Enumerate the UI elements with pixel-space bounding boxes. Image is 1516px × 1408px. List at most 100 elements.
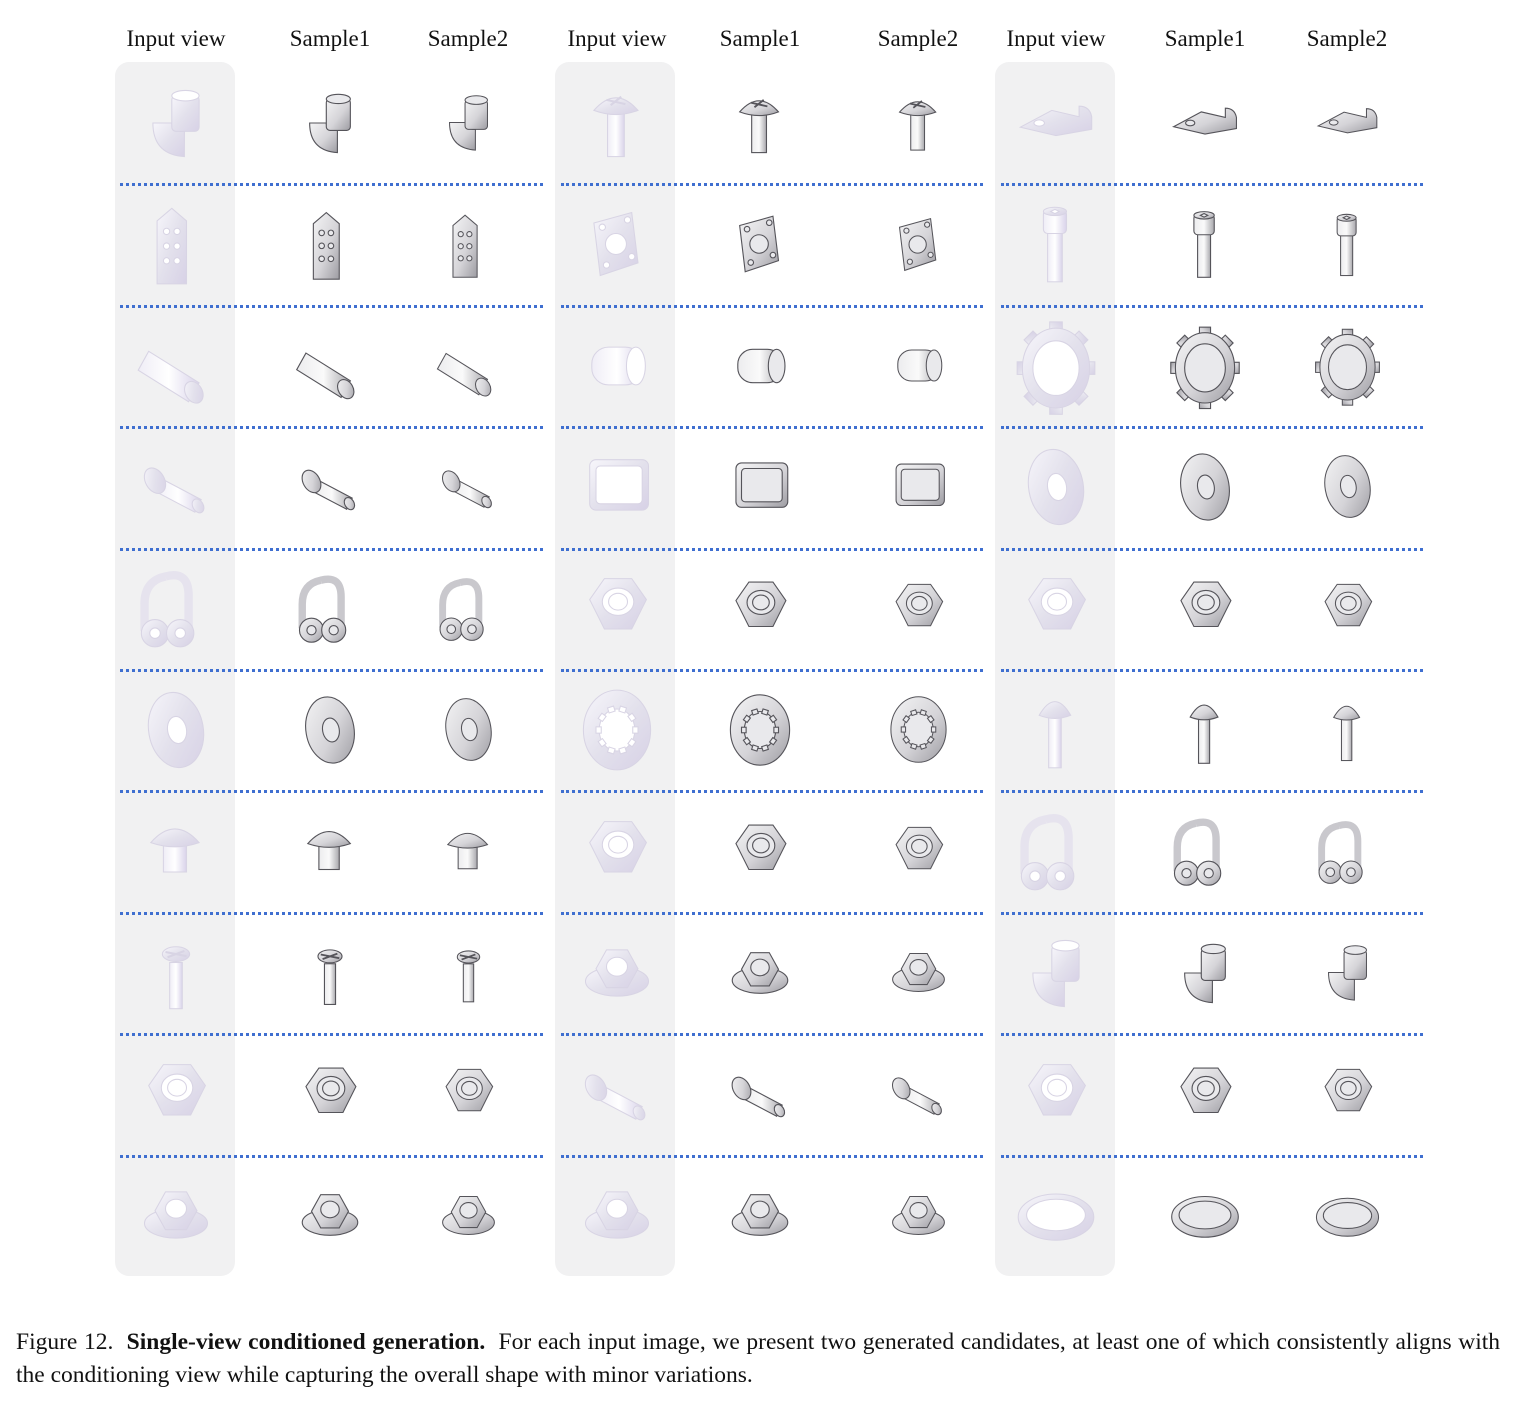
generated-sample-thumbnail bbox=[1277, 675, 1417, 785]
bushing-part-icon bbox=[737, 348, 786, 383]
square-tube-part-icon bbox=[735, 462, 789, 508]
flange-nut-part-icon bbox=[731, 951, 789, 994]
generated-sample-thumbnail bbox=[848, 1039, 988, 1149]
row-separator bbox=[1001, 304, 1423, 308]
row-separator bbox=[120, 426, 543, 430]
round-head-part-icon bbox=[446, 832, 488, 869]
elbow-part-icon bbox=[448, 95, 488, 151]
input-view-thumbnail bbox=[986, 432, 1126, 542]
generated-sample-thumbnail bbox=[848, 1160, 988, 1270]
generated-sample-thumbnail bbox=[1135, 1039, 1275, 1149]
input-view-thumbnail bbox=[547, 68, 687, 178]
row-separator bbox=[561, 304, 983, 308]
round-pin-part-icon bbox=[1038, 700, 1072, 769]
generated-sample-thumbnail bbox=[398, 432, 538, 542]
clip-part-icon bbox=[1018, 105, 1093, 136]
generated-sample-thumbnail bbox=[690, 1160, 830, 1270]
generated-sample-thumbnail bbox=[398, 68, 538, 178]
column-header: Sample2 bbox=[427, 26, 509, 51]
bolt-part-icon bbox=[317, 948, 343, 1005]
generated-sample-thumbnail bbox=[398, 1160, 538, 1270]
phillips-screw-part-icon bbox=[738, 98, 780, 153]
generated-sample-thumbnail bbox=[398, 796, 538, 906]
flange-nut-part-icon bbox=[143, 1191, 209, 1239]
bracket-part-icon bbox=[438, 578, 484, 641]
figure-caption: Figure 12. Single-view conditioned gener… bbox=[16, 1326, 1500, 1392]
generated-sample-thumbnail bbox=[1277, 1039, 1417, 1149]
hex-nut-part-icon bbox=[735, 581, 787, 628]
column-header: Sample1 bbox=[289, 26, 371, 51]
hex-nut-part-icon bbox=[444, 1069, 493, 1112]
washer-part-icon bbox=[1180, 453, 1230, 521]
column-header: Input view bbox=[126, 26, 226, 51]
elbow-part-icon bbox=[1184, 943, 1226, 1003]
hex-nut-part-icon bbox=[148, 1063, 207, 1116]
shoulder-pin-part-icon bbox=[143, 467, 205, 514]
input-view-thumbnail bbox=[547, 432, 687, 542]
cylinder-pin-part-icon bbox=[137, 350, 204, 404]
generated-sample-thumbnail bbox=[1135, 311, 1275, 421]
socket-screw-part-icon bbox=[1336, 213, 1357, 276]
generated-sample-thumbnail bbox=[260, 189, 400, 299]
generated-sample-thumbnail bbox=[1277, 1160, 1417, 1270]
input-view-thumbnail bbox=[106, 1160, 246, 1270]
column-header: Input view bbox=[1006, 26, 1106, 51]
generated-sample-thumbnail bbox=[848, 918, 988, 1028]
generated-sample-thumbnail bbox=[1277, 553, 1417, 663]
generated-sample-thumbnail bbox=[260, 1039, 400, 1149]
round-pin-part-icon bbox=[1189, 704, 1219, 764]
flange-nut-part-icon bbox=[301, 1194, 359, 1237]
clip-part-icon bbox=[1171, 107, 1238, 135]
bracket-part-icon bbox=[140, 571, 195, 648]
figure-grid: Input view Sample1 Sample2 Input view Sample… bbox=[106, 26, 1423, 1276]
bracket-part-icon bbox=[1020, 814, 1075, 891]
bracket-part-icon bbox=[1173, 818, 1222, 886]
generated-sample-thumbnail bbox=[398, 918, 538, 1028]
generated-sample-thumbnail bbox=[1277, 189, 1417, 299]
generated-sample-thumbnail bbox=[848, 68, 988, 178]
hex-nut-part-icon bbox=[894, 826, 943, 869]
input-view-thumbnail bbox=[547, 1039, 687, 1149]
generated-sample-thumbnail bbox=[398, 311, 538, 421]
row-separator bbox=[561, 790, 983, 794]
input-view-thumbnail bbox=[547, 311, 687, 421]
generated-sample-thumbnail bbox=[690, 311, 830, 421]
cylinder-pin-part-icon bbox=[295, 351, 355, 399]
hex-nut-part-icon bbox=[1028, 578, 1087, 630]
generated-sample-thumbnail bbox=[1277, 311, 1417, 421]
generated-sample-thumbnail bbox=[1135, 796, 1275, 906]
generated-sample-thumbnail bbox=[260, 1160, 400, 1270]
flange-nut-part-icon bbox=[584, 948, 650, 997]
hex-nut-part-icon bbox=[1180, 581, 1232, 628]
socket-screw-part-icon bbox=[1042, 206, 1068, 283]
bolt-part-icon bbox=[161, 945, 191, 1009]
row-separator bbox=[561, 547, 983, 551]
generated-sample-thumbnail bbox=[260, 311, 400, 421]
generated-sample-thumbnail bbox=[260, 432, 400, 542]
socket-screw-part-icon bbox=[1193, 211, 1215, 278]
input-view-thumbnail bbox=[986, 189, 1126, 299]
input-view-thumbnail bbox=[106, 553, 246, 663]
row-separator bbox=[561, 426, 983, 430]
input-view-thumbnail bbox=[547, 918, 687, 1028]
square-flange-part-icon bbox=[898, 217, 936, 271]
input-view-thumbnail bbox=[106, 432, 246, 542]
generated-sample-thumbnail bbox=[1135, 553, 1275, 663]
round-pin-part-icon bbox=[1332, 705, 1360, 762]
flange-nut-part-icon bbox=[891, 1195, 945, 1235]
generated-sample-thumbnail bbox=[690, 796, 830, 906]
column-header: Sample1 bbox=[719, 26, 801, 51]
generated-sample-thumbnail bbox=[848, 311, 988, 421]
generated-sample-thumbnail bbox=[1277, 918, 1417, 1028]
hex-nut-part-icon bbox=[1028, 1063, 1087, 1116]
generated-sample-thumbnail bbox=[690, 1039, 830, 1149]
generated-sample-thumbnail bbox=[690, 189, 830, 299]
caption-title: Single-view conditioned generation. bbox=[126, 1329, 486, 1355]
column-header: Input view bbox=[567, 26, 667, 51]
row-separator bbox=[120, 1154, 543, 1158]
generated-sample-thumbnail bbox=[260, 553, 400, 663]
row-separator bbox=[120, 183, 543, 187]
generated-sample-thumbnail bbox=[1277, 432, 1417, 542]
row-separator bbox=[120, 547, 543, 551]
gear-washer-part-icon bbox=[1016, 320, 1096, 415]
